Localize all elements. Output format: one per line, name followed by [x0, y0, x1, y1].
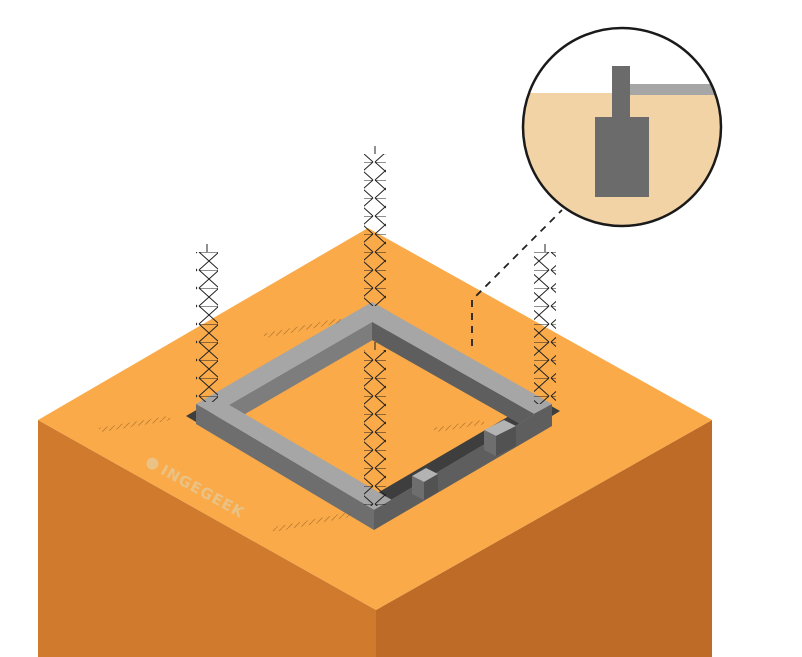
step-block-2-front: [484, 430, 496, 456]
step-block-1-front: [412, 476, 424, 500]
rebar-columns: [196, 146, 556, 506]
rebar-column-left: [196, 252, 218, 402]
step-block-1-side: [424, 474, 438, 500]
ground-hatching: [98, 318, 486, 532]
hatch-left: [98, 416, 172, 432]
beam-back-left-top: [196, 302, 390, 414]
detail-border: [521, 26, 723, 228]
rebar-column-back: [364, 154, 386, 306]
rebar-tips: [206, 146, 546, 350]
ground-left-face: [38, 420, 376, 657]
globe-logo-icon: [146, 457, 159, 470]
detail-leader-line: [471, 209, 563, 346]
hatch-right: [432, 420, 486, 432]
step-block-1-top: [412, 468, 438, 482]
detail-column-stub: [612, 66, 630, 120]
step-block-2-side: [496, 426, 516, 456]
detail-ground-slab: [628, 84, 721, 95]
grade-beams: [196, 302, 552, 530]
hatch-back-left: [262, 318, 344, 338]
detail-callout: [521, 26, 723, 228]
beam-back-right-top: [372, 302, 552, 414]
rebar-column-right: [534, 252, 556, 404]
hatch-front: [270, 512, 354, 532]
beam-front-left-top: [196, 396, 392, 510]
detail-footing: [595, 117, 649, 197]
beam-front-left-side: [196, 404, 374, 530]
beam-back-left-inner: [214, 312, 390, 432]
ground-right-face: [376, 420, 712, 657]
step-block-2-top: [484, 420, 516, 436]
beam-back-right-inner: [372, 322, 534, 432]
rebar-column-front: [364, 350, 386, 506]
